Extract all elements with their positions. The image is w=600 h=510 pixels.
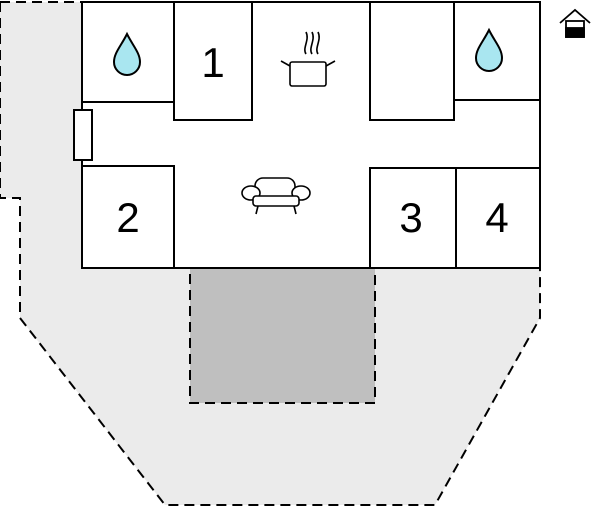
- window-icon: [73, 109, 93, 161]
- room-4: [455, 167, 541, 269]
- room-3: [369, 167, 457, 269]
- storage-room: [369, 1, 455, 121]
- water-drop-icon: [112, 31, 142, 76]
- outdoor-area-left-strip: [0, 2, 82, 268]
- bathroom-right: [453, 1, 541, 101]
- house-icon: [559, 8, 591, 38]
- room-2: [81, 165, 175, 269]
- room-label-2: 2: [116, 194, 139, 241]
- terrace: [189, 267, 376, 404]
- room-1: [173, 1, 253, 121]
- room-label-3: 3: [399, 194, 422, 241]
- room-label-4: 4: [485, 194, 508, 241]
- sofa-icon: [241, 177, 311, 215]
- cooking-pot-icon: [280, 31, 336, 87]
- water-drop-icon: [474, 27, 504, 72]
- room-label-1: 1: [201, 39, 224, 86]
- outdoor-dashed-boundary: [0, 1, 541, 506]
